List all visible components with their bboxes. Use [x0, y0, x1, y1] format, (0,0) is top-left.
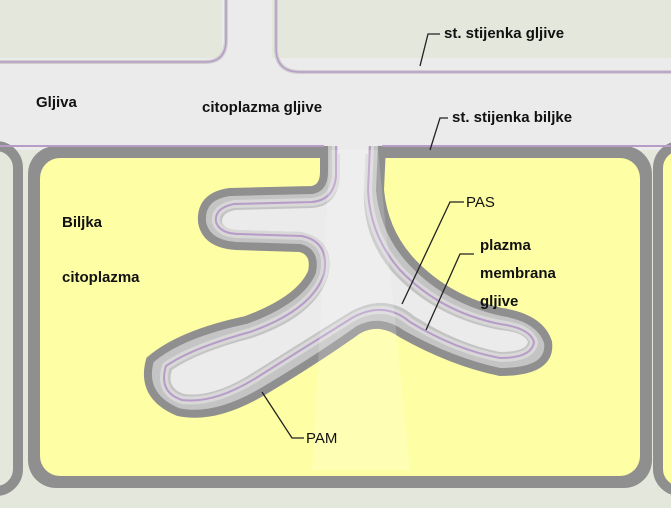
- label-plant-cytoplasm: citoplazma: [62, 269, 140, 286]
- label-fungal-membrane-line3: gljive: [480, 293, 518, 310]
- label-pas: PAS: [466, 194, 495, 211]
- label-fungal-membrane-line1: plazma: [480, 237, 532, 254]
- label-plant-wall: st. stijenka biljke: [452, 109, 572, 126]
- label-plant: Biljka: [62, 214, 103, 231]
- label-pam: PAM: [306, 430, 337, 447]
- label-fungal-wall: st. stijenka gljive: [444, 25, 564, 42]
- label-fungus: Gljiva: [36, 94, 78, 111]
- label-fungal-cytoplasm: citoplazma gljive: [202, 99, 322, 116]
- label-fungal-membrane-line2: membrana: [480, 265, 557, 282]
